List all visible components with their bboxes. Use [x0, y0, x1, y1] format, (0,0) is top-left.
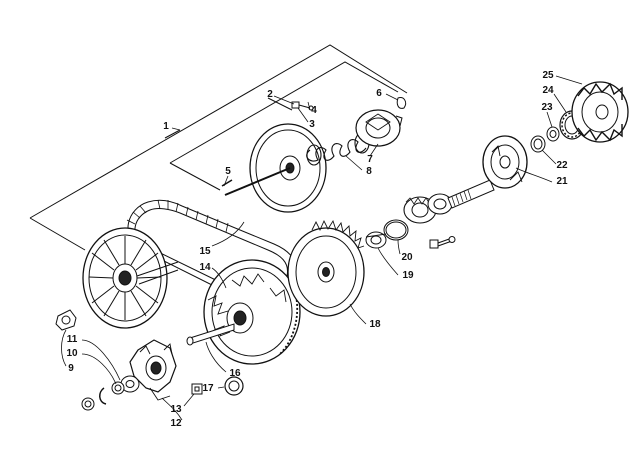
callout-10: 10 — [66, 348, 78, 359]
roller-17 — [224, 376, 244, 396]
small-bolt — [429, 236, 456, 249]
callout-25: 25 — [542, 70, 554, 81]
callout-18: 18 — [369, 319, 381, 330]
clip-13 — [191, 383, 203, 395]
callout-7: 7 — [367, 154, 373, 165]
leader-lines — [61, 75, 583, 421]
assembly-bracket-lines — [29, 44, 408, 251]
clutch-housing — [571, 81, 629, 143]
callout-17: 17 — [202, 383, 214, 394]
drive-shaft — [447, 135, 528, 209]
callout-14: 14 — [199, 262, 211, 273]
callout-16: 16 — [229, 368, 241, 379]
nut-9 — [55, 309, 77, 331]
callout-6: 6 — [376, 88, 382, 99]
rollers — [81, 375, 140, 411]
bushing — [365, 219, 409, 249]
callout-1: 1 — [163, 121, 169, 132]
callout-23: 23 — [541, 102, 553, 113]
callout-15: 15 — [199, 246, 211, 257]
washers — [530, 126, 560, 153]
roller-arm — [129, 339, 177, 401]
callout-8: 8 — [366, 166, 372, 177]
callout-5: 5 — [225, 166, 231, 177]
callout-21: 21 — [556, 176, 568, 187]
small-hardware — [221, 97, 407, 187]
callout-19: 19 — [402, 270, 414, 281]
callout-4: 4 — [311, 105, 317, 116]
ribbed-hub — [403, 193, 453, 224]
callout-20: 20 — [401, 252, 413, 263]
drive-clutch — [186, 259, 301, 365]
callout-22: 22 — [556, 160, 568, 171]
callout-9: 9 — [68, 363, 74, 374]
callout-12: 12 — [170, 418, 182, 429]
callout-13: 13 — [170, 404, 182, 415]
spider-cam — [355, 109, 403, 147]
clutch-disc — [224, 123, 327, 213]
callout-11: 11 — [66, 334, 78, 345]
callout-24: 24 — [542, 85, 554, 96]
callout-3: 3 — [309, 119, 315, 130]
callout-2: 2 — [267, 89, 273, 100]
fixed-sheave — [287, 219, 365, 317]
spoked-sheave — [82, 227, 179, 329]
